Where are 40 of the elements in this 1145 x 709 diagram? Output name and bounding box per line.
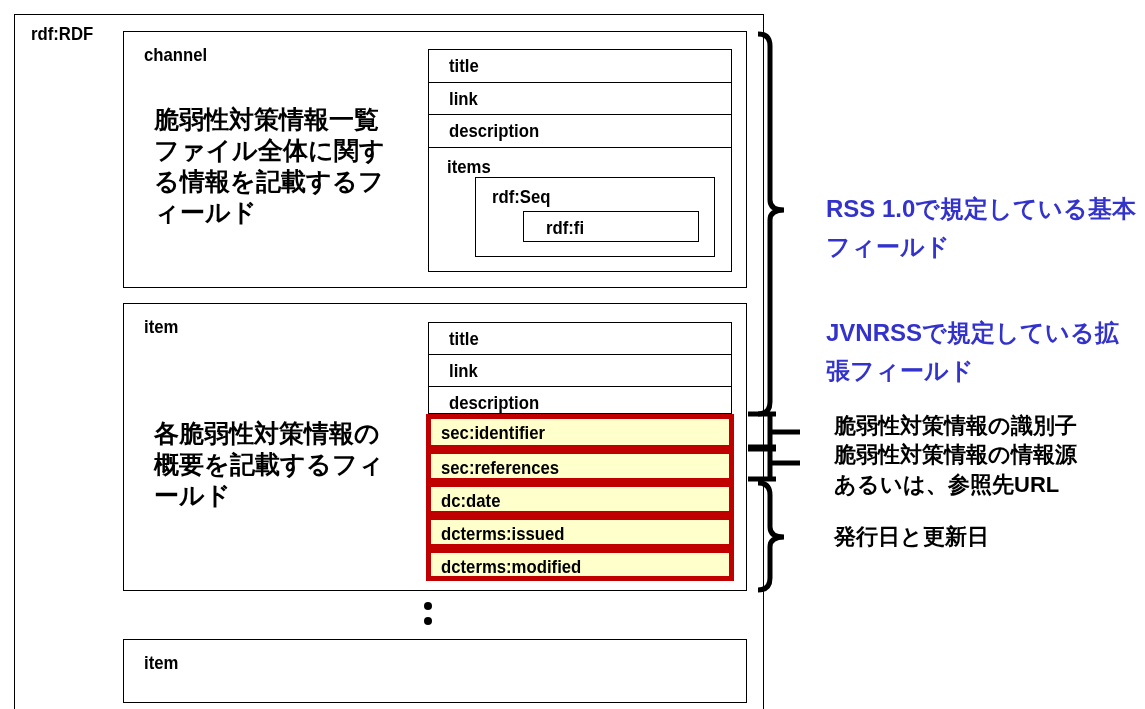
field-box — [523, 211, 699, 242]
container-box — [428, 147, 732, 272]
container-box — [14, 14, 764, 709]
field-name: dcterms:issued — [441, 523, 565, 545]
field-name: channel — [144, 44, 208, 66]
highlighted-field-box — [426, 548, 734, 581]
field-name: rdf:Seq — [492, 186, 551, 208]
field-annotation: 脆弱性対策情報の情報源あるいは、参照先URL — [834, 441, 1078, 499]
field-box — [428, 354, 732, 387]
description-text: 脆弱性対策情報一覧ファイル全体に関する情報を記載するフィールド — [154, 104, 386, 228]
field-name: rdf:fi — [546, 217, 585, 239]
bracket-annotation: JVNRSSで規定している拡張フィールド — [826, 318, 1121, 386]
field-box — [428, 82, 732, 115]
container-box — [475, 177, 715, 257]
container-box — [123, 303, 747, 591]
container-box — [123, 639, 747, 703]
field-box — [428, 49, 732, 83]
field-name: dcterms:modified — [441, 556, 582, 578]
description-text: 各脆弱性対策情報の概要を記載するフィールド — [154, 418, 385, 511]
field-name: link — [449, 88, 478, 110]
field-box — [428, 386, 732, 414]
bracket-annotation: RSS 1.0で規定している基本フィールド — [826, 194, 1138, 262]
field-name: description — [449, 392, 540, 414]
field-name: item — [144, 652, 179, 674]
field-name: item — [144, 316, 179, 338]
field-name: sec:references — [441, 457, 560, 479]
field-box — [428, 322, 732, 355]
field-name: dc:date — [441, 490, 501, 512]
field-name: description — [449, 120, 540, 142]
container-box — [123, 31, 747, 288]
field-name: title — [449, 55, 479, 77]
field-name: link — [449, 360, 478, 382]
field-box — [428, 114, 732, 148]
field-name: rdf:RDF — [31, 23, 94, 45]
field-annotation: 脆弱性対策情報の識別子 — [834, 412, 1078, 440]
field-name: items — [447, 156, 491, 178]
highlighted-field-box — [426, 414, 734, 450]
field-name: sec:identifier — [441, 422, 546, 444]
field-name: title — [449, 328, 479, 350]
field-annotation: 発行日と更新日 — [834, 523, 990, 551]
